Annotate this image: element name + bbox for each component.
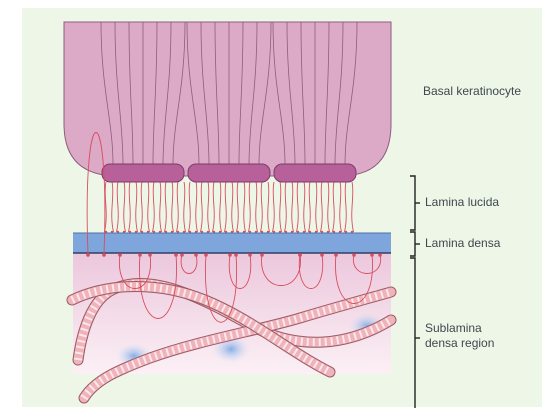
fibril-knot <box>86 253 90 257</box>
fibril-knot <box>148 253 152 257</box>
anchoring-filament <box>160 182 162 232</box>
anchoring-filament <box>321 182 323 232</box>
anchoring-filament <box>297 182 299 232</box>
anchoring-filament <box>328 182 330 232</box>
hemidesmosome-2 <box>188 164 270 182</box>
fibril-knot <box>334 253 338 257</box>
bracket-lamina-lucida <box>410 176 415 230</box>
anchoring-filament <box>201 182 203 232</box>
label-lamina-densa: Lamina densa <box>425 236 500 251</box>
fibril-knot <box>234 253 238 257</box>
anchoring-filament <box>256 182 258 232</box>
anchoring-filament <box>172 182 174 232</box>
anchoring-filament <box>280 182 282 232</box>
bracket-lamina-densa <box>410 232 415 256</box>
anchoring-filament <box>213 182 215 232</box>
fibril-knot <box>138 253 142 257</box>
anchoring-filament <box>129 182 131 232</box>
fibril-knot <box>118 253 122 257</box>
anchoring-filament <box>117 182 119 232</box>
fibril-knot <box>228 253 232 257</box>
fibril-knot <box>298 253 302 257</box>
anchoring-filament <box>196 182 198 232</box>
anchoring-filament <box>333 182 335 232</box>
anchoring-filament <box>153 182 155 232</box>
anchoring-filament <box>261 182 263 232</box>
fibril-knot <box>180 253 184 257</box>
anchoring-filament <box>352 182 354 232</box>
fibril-knot <box>370 253 374 257</box>
anchoring-filament <box>249 182 251 232</box>
anchoring-filament <box>136 182 138 232</box>
label-sublamina-line1: Sublamina <box>425 321 482 336</box>
anchoring-filament <box>345 182 347 232</box>
fibril-knot <box>102 253 106 257</box>
anchoring-filament <box>237 182 239 232</box>
fibril-knot <box>248 253 252 257</box>
anchoring-filament <box>124 182 126 232</box>
anchoring-filament <box>165 182 167 232</box>
anchoring-filament <box>184 182 186 232</box>
fibril-knot <box>320 253 324 257</box>
label-sublamina-line2: densa region <box>425 336 494 351</box>
hemidesmosome-1 <box>102 164 184 182</box>
anchoring-filament <box>141 182 143 232</box>
fibril-knot <box>378 253 382 257</box>
anchoring-filament <box>177 182 179 232</box>
fibril-knot <box>204 253 208 257</box>
anchoring-filament <box>148 182 150 232</box>
hemidesmosome-3 <box>274 164 356 182</box>
anchoring-filament <box>304 182 306 232</box>
fibril-knot <box>174 253 178 257</box>
anchoring-filament <box>273 182 275 232</box>
anchoring-filament <box>316 182 318 232</box>
label-lamina-lucida: Lamina lucida <box>425 195 499 210</box>
label-basal-keratinocyte: Basal keratinocyte <box>423 84 521 99</box>
anchoring-filament <box>220 182 222 232</box>
layer-brackets <box>410 176 420 408</box>
anchoring-filament <box>112 182 114 232</box>
anchoring-filaments <box>105 182 354 233</box>
anchoring-filament <box>340 182 342 232</box>
anchoring-filament <box>268 182 270 232</box>
anchoring-filament <box>208 182 210 232</box>
fibril-knot <box>352 253 356 257</box>
anchoring-filament <box>292 182 294 232</box>
bracket-sublamina <box>410 258 415 408</box>
anchoring-filament <box>285 182 287 232</box>
anchoring-filament <box>189 182 191 232</box>
anchoring-filament <box>232 182 234 232</box>
fibril-knot <box>194 253 198 257</box>
fibril-knot <box>260 253 264 257</box>
anchoring-filament <box>309 182 311 232</box>
lamina-densa-band <box>73 233 391 253</box>
anchoring-filament <box>225 182 227 232</box>
basal-keratinocyte-cell <box>64 22 391 176</box>
anchoring-filament <box>244 182 246 232</box>
